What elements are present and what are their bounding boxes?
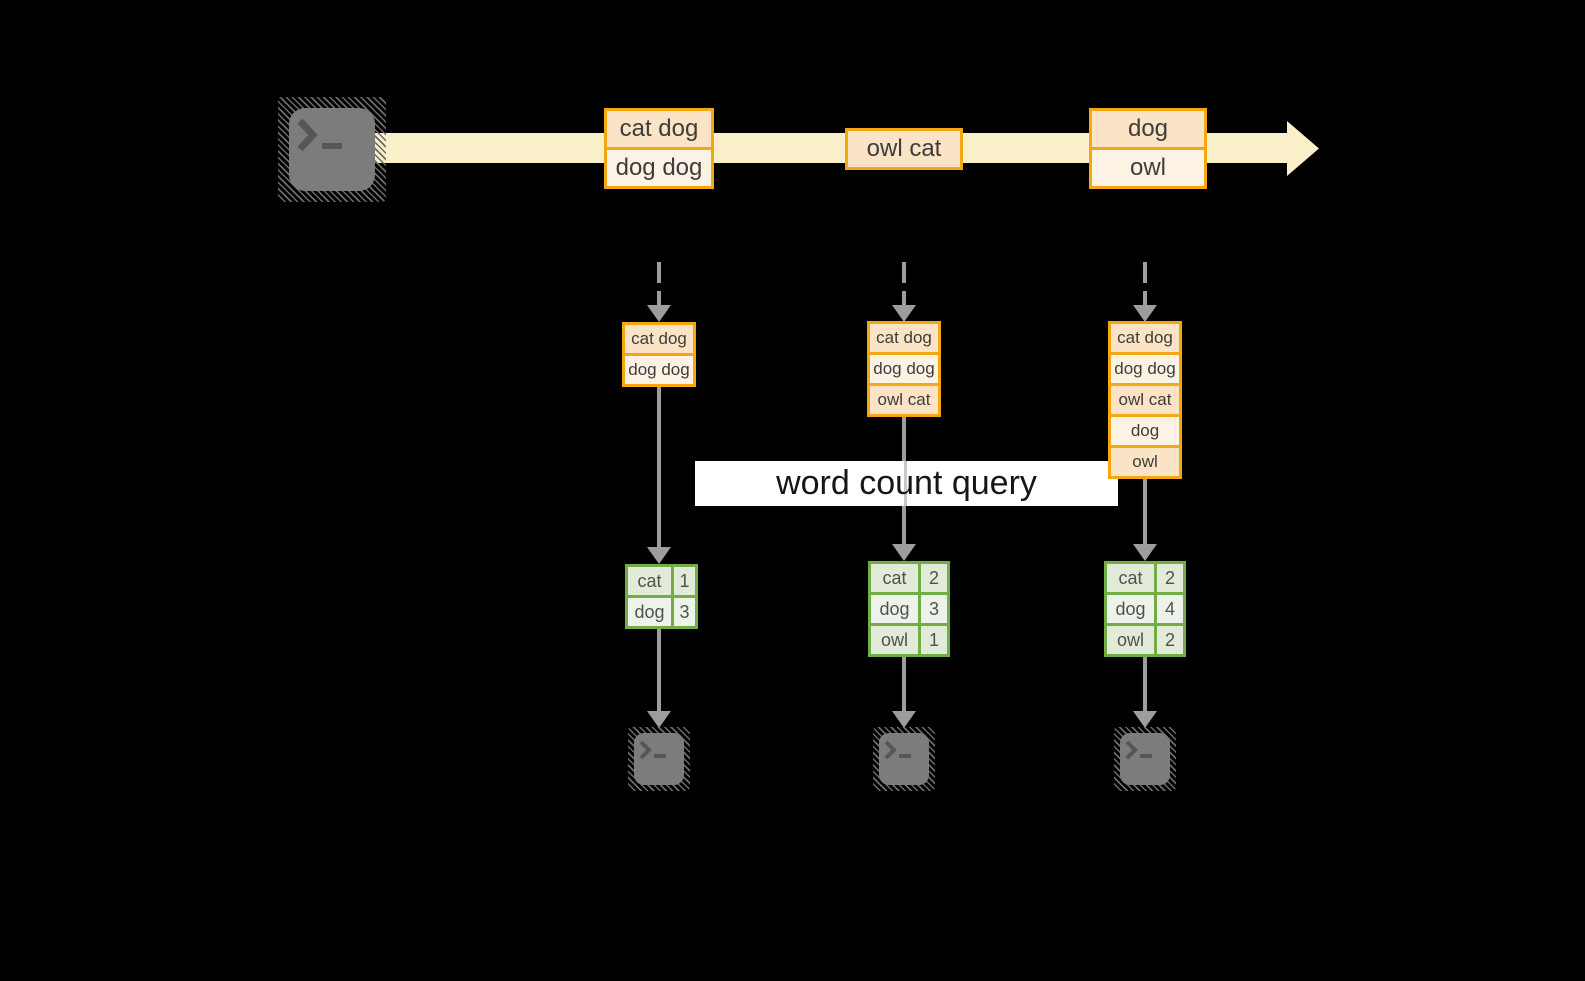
- terminal-window: [634, 733, 684, 785]
- stream-event-line: owl cat: [848, 131, 960, 167]
- word-cell: cat: [871, 564, 918, 592]
- buffer-line: cat dog: [625, 325, 693, 353]
- sink-terminal-icon-3: [1114, 727, 1176, 791]
- count-table-2: cat 2 dog 3 owl 1: [868, 561, 950, 657]
- buffer-box-3: cat dog dog dog owl cat dog owl: [1108, 321, 1182, 479]
- count-cell: 2: [1157, 626, 1183, 654]
- word-cell: dog: [628, 598, 671, 626]
- count-cell: 3: [921, 595, 947, 623]
- count-cell: 2: [1157, 564, 1183, 592]
- word-cell: dog: [1107, 595, 1154, 623]
- sink-terminal-icon-2: [873, 727, 935, 791]
- buffer-line: cat dog: [870, 324, 938, 352]
- word-cell: owl: [871, 626, 918, 654]
- count-table-1: cat 1 dog 3: [625, 564, 698, 629]
- buffer-line: owl cat: [870, 383, 938, 414]
- stream-event-line: owl: [1092, 147, 1204, 186]
- stream-event-line: cat dog: [607, 111, 711, 147]
- stream-event-box-2: owl cat: [845, 128, 963, 170]
- word-cell: owl: [1107, 626, 1154, 654]
- query-label: word count query: [776, 464, 1037, 502]
- query-label-box: word count query: [695, 461, 1118, 506]
- buffer-box-1: cat dog dog dog: [622, 322, 696, 387]
- buffer-line: owl cat: [1111, 383, 1179, 414]
- buffer-box-2: cat dog dog dog owl cat: [867, 321, 941, 417]
- count-cell: 1: [674, 567, 695, 595]
- word-cell: cat: [1107, 564, 1154, 592]
- buffer-line: dog dog: [625, 353, 693, 384]
- terminal-prompt-glyph: [1125, 740, 1152, 760]
- stream-event-line: dog: [1092, 111, 1204, 147]
- query-arrowhead: [647, 544, 1157, 564]
- stream-event-line: dog dog: [607, 147, 711, 186]
- source-terminal-icon: [278, 97, 386, 202]
- buffer-line: cat dog: [1111, 324, 1179, 352]
- terminal-window: [879, 733, 929, 785]
- stream-event-box-3: dog owl: [1089, 108, 1207, 189]
- terminal-window: [1120, 733, 1170, 785]
- count-table-3: cat 2 dog 4 owl 2: [1104, 561, 1186, 657]
- count-cell: 2: [921, 564, 947, 592]
- terminal-prompt-glyph: [639, 740, 666, 760]
- buffer-line: dog dog: [1111, 352, 1179, 383]
- sink-terminal-icon-1: [628, 727, 690, 791]
- terminal-window: [289, 108, 375, 191]
- word-cell: cat: [628, 567, 671, 595]
- word-cell: dog: [871, 595, 918, 623]
- count-cell: 1: [921, 626, 947, 654]
- count-cell: 4: [1157, 595, 1183, 623]
- buffer-line: dog: [1111, 414, 1179, 445]
- ingest-arrow-dashed: [657, 262, 1147, 306]
- buffer-line: dog dog: [870, 352, 938, 383]
- arrow-through-line: [904, 461, 907, 506]
- buffer-line: owl: [1111, 445, 1179, 476]
- terminal-prompt-glyph: [297, 118, 342, 152]
- ingest-arrowhead: [647, 305, 1157, 322]
- sink-arrowhead: [647, 711, 1157, 728]
- stream-event-box-1: cat dog dog dog: [604, 108, 714, 189]
- count-cell: 3: [674, 598, 695, 626]
- sink-arrow: [657, 629, 1147, 712]
- terminal-prompt-glyph: [884, 740, 911, 760]
